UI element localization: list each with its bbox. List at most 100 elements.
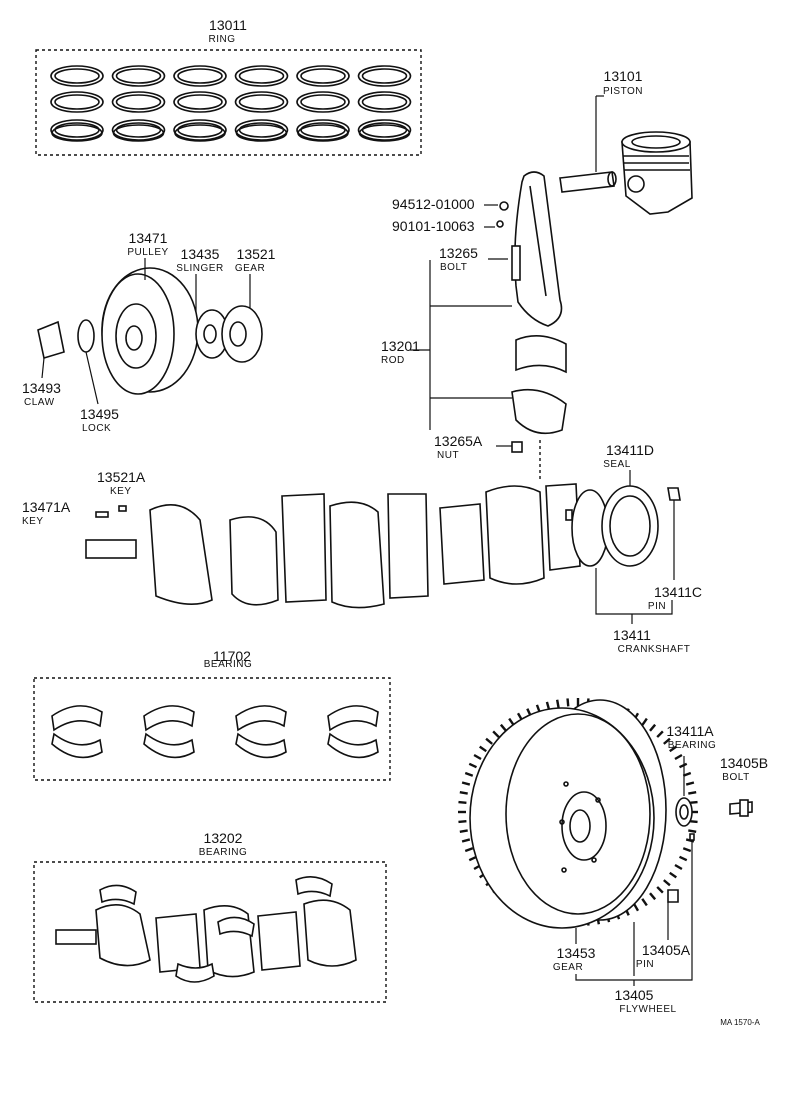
bearing-13411a-drawing: [675, 797, 693, 827]
gear-tooth: [461, 838, 471, 843]
main-bearings-drawing: [51, 705, 379, 759]
piston-ring: [50, 91, 104, 113]
gear-tooth: [492, 730, 500, 738]
gear-tooth: [464, 847, 474, 853]
piston-pin-drawing: [559, 171, 617, 193]
bolt-13405b-name: BOLT: [722, 772, 749, 783]
gear-tooth: [685, 781, 695, 786]
gear-tooth: [479, 745, 487, 753]
gear-tooth: [689, 800, 698, 804]
bearing-13411a-name: BEARING: [668, 740, 717, 751]
gear-tooth: [641, 717, 648, 726]
crankshaft-number: 13411: [613, 627, 651, 643]
key-13471a-name: KEY: [22, 516, 44, 527]
key-13521a-number: 13521A: [97, 469, 146, 485]
piston-ring: [173, 91, 227, 113]
piston-ring: [234, 91, 289, 113]
lock-name: LOCK: [82, 423, 111, 434]
piston-drawing: [621, 131, 693, 215]
bearing-11702-number: 11702: [213, 648, 251, 664]
ring-gear-number: 13453: [557, 945, 596, 961]
gear-tooth: [649, 723, 657, 732]
claw-name: CLAW: [24, 397, 55, 408]
gear-tooth: [678, 762, 688, 769]
piston-ring: [50, 119, 104, 142]
seal-name: SEAL: [603, 459, 631, 470]
bearing-13202-number: 13202: [204, 830, 243, 846]
piston-ring: [111, 91, 166, 113]
gear-tooth: [678, 855, 688, 862]
crankshaft-bearings-drawing: [55, 876, 357, 983]
piston-ring: [296, 65, 350, 87]
pin-13405a-name: PIN: [636, 959, 654, 970]
bearing-11702-name: BEARING: [204, 659, 253, 670]
gear-tooth: [689, 820, 698, 824]
bearing-shell-pair: [327, 705, 379, 759]
pulley-name: PULLEY: [127, 247, 168, 258]
pin-13411c-number: 13411C: [654, 584, 702, 600]
gear-tooth: [459, 791, 468, 795]
ring-number: 13011: [209, 17, 247, 33]
key-13471a-number: 13471A: [22, 499, 71, 515]
rod-nut-number: 13265A: [434, 433, 483, 449]
pin-13405a-drawing: [667, 833, 695, 903]
gear-tooth: [656, 730, 664, 738]
gear-tooth: [485, 737, 493, 745]
key-13521a-name: KEY: [110, 486, 132, 497]
figure-code: MA 1570-A: [720, 1018, 760, 1027]
flywheel-number: 13405: [615, 987, 654, 1003]
bearing-13411a-number: 13411A: [666, 723, 714, 739]
gear-tooth: [458, 820, 467, 824]
lock-number: 13495: [80, 406, 119, 422]
pin-13405a-number: 13405A: [642, 942, 691, 958]
crankshaft-name: CRANKSHAFT: [618, 644, 691, 655]
pin-94512-number: 94512-01000: [392, 196, 475, 212]
gear-tooth: [464, 771, 474, 777]
ring-set-frame: [35, 49, 422, 156]
slinger-number: 13435: [181, 246, 220, 262]
piston-name: PISTON: [603, 86, 643, 97]
flywheel-drawing: [458, 698, 698, 929]
bearing-shell-pair: [51, 705, 103, 759]
crankshaft-drawing: [85, 483, 609, 609]
gear-tooth: [632, 903, 640, 912]
gear-tooth: [669, 871, 677, 879]
gear-tooth: [682, 847, 692, 853]
pulley-drawing: [37, 267, 263, 395]
bearing-shell-pair: [235, 705, 287, 759]
gear-tooth: [674, 863, 683, 871]
flywheel-name: FLYWHEEL: [619, 1004, 676, 1015]
rod-name: ROD: [381, 355, 405, 366]
piston-ring: [357, 91, 412, 113]
gear-tooth: [674, 753, 683, 761]
gear-tooth: [473, 753, 482, 761]
bolt-90101-number: 90101-10063: [392, 218, 475, 234]
seal-number: 13411D: [606, 442, 654, 458]
bearing-11702-frame: [33, 677, 391, 781]
piston-ring: [234, 119, 289, 142]
rod-number: 13201: [381, 338, 420, 354]
piston-ring: [296, 119, 350, 142]
gear-tooth: [669, 745, 677, 753]
gear-tooth: [649, 892, 657, 901]
gear-13521-name: GEAR: [235, 263, 265, 274]
gear-13521-number: 13521: [237, 246, 276, 262]
rod-bolt-number: 13265: [439, 245, 478, 261]
piston-ring: [357, 65, 412, 87]
piston-ring: [50, 65, 104, 87]
seal-drawing: [601, 485, 659, 567]
gear-tooth: [656, 886, 664, 894]
ring-set: [35, 49, 422, 156]
gear-tooth: [641, 898, 648, 907]
pin-13411c-drawing: [667, 487, 681, 580]
piston-ring: [296, 91, 350, 113]
gear-tooth: [688, 791, 697, 795]
gear-tooth: [458, 800, 467, 804]
gear-tooth: [566, 698, 570, 707]
piston-ring: [357, 119, 412, 142]
gear-tooth: [461, 781, 471, 786]
bolt-13405b-drawing: [729, 799, 753, 817]
pin-13411c-name: PIN: [648, 601, 666, 612]
piston-ring: [111, 119, 166, 142]
